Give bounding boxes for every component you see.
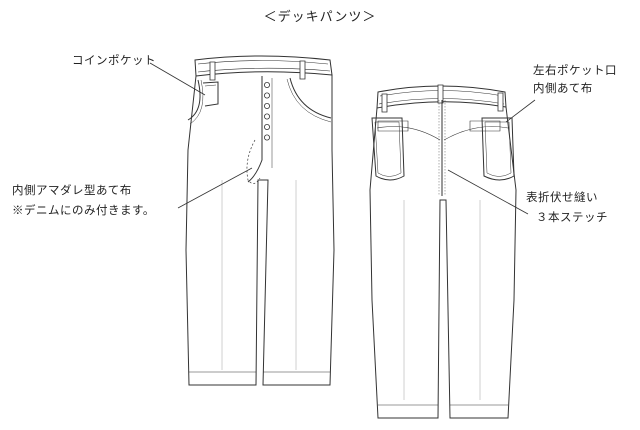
back-left-pocket: [372, 118, 404, 180]
leader-fly-facing: [178, 168, 252, 208]
front-fly: [248, 76, 262, 182]
label-fly-facing-line1: 内側アマダレ型あて布: [12, 183, 132, 197]
label-back-seam-line1: 表折伏せ縫い: [526, 190, 598, 204]
leader-back-pocket: [506, 100, 535, 122]
fly-button: [264, 114, 269, 119]
front-left-pocket: [188, 80, 200, 120]
leader-back-seam: [448, 170, 528, 214]
fly-button: [264, 82, 269, 87]
front-view: [186, 56, 334, 385]
fly-button: [264, 124, 269, 129]
label-fly-facing-line2: ※デニムにのみ付きます。: [12, 203, 155, 217]
front-right-pocket: [290, 78, 331, 118]
label-back-pocket-line2: 内側あて布: [533, 81, 593, 95]
back-right-pocket: [482, 118, 514, 180]
fly-button: [264, 103, 269, 108]
coin-pocket: [203, 82, 218, 106]
label-back-seam-line2: ３本ステッチ: [536, 210, 608, 224]
fly-button: [264, 93, 269, 98]
label-coin-pocket: コインポケット: [72, 53, 156, 67]
front-waistband: [195, 56, 332, 76]
back-right-pocket-facing: [470, 121, 500, 131]
diagram-title: ＜デッキパンツ＞: [263, 10, 377, 25]
leader-lines: [150, 63, 535, 214]
label-back-pocket-line1: 左右ポケット口: [533, 63, 617, 77]
fly-button: [264, 135, 269, 140]
front-silhouette: [186, 75, 334, 385]
back-silhouette: [370, 107, 516, 418]
fly-facing-shape: [247, 140, 260, 184]
back-left-pocket-facing: [378, 121, 408, 131]
back-view: [370, 85, 516, 418]
fly-buttons: [264, 82, 269, 140]
leader-coin-pocket: [150, 63, 205, 95]
